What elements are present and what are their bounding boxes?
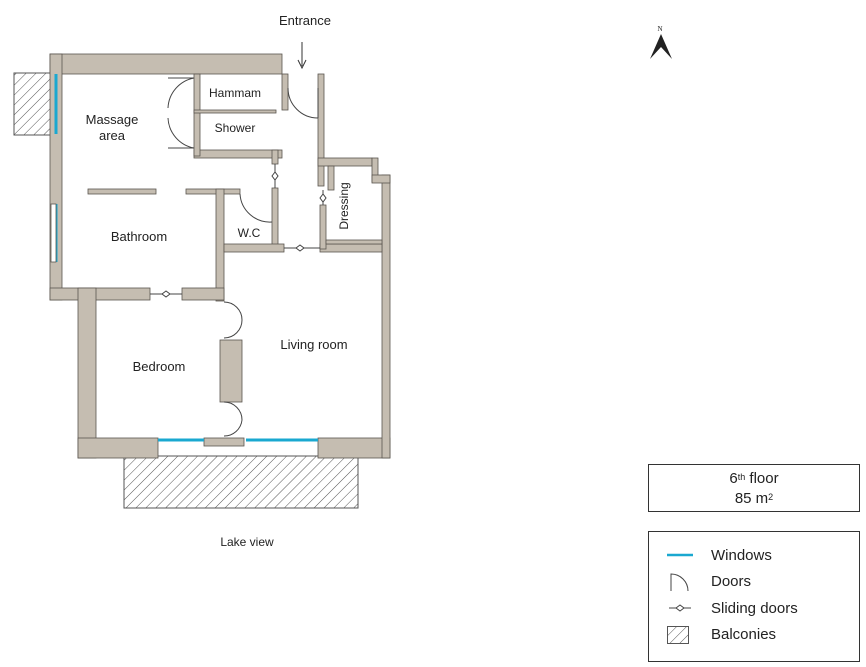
room-label-shower: Shower <box>215 121 256 135</box>
room-label-wc: W.C <box>238 226 261 240</box>
legend-item-sliding-doors: Sliding doors <box>667 595 859 622</box>
room-label-massage-line1: Massage <box>86 112 139 127</box>
floor-area-unit: 2 <box>768 492 774 502</box>
balcony-south <box>123 455 359 509</box>
floor-suffix: th <box>737 472 746 482</box>
floor-word: floor <box>749 470 779 487</box>
room-label-bedroom: Bedroom <box>133 359 186 374</box>
legend-label: Sliding doors <box>711 599 798 617</box>
legend-item-balconies: Balconies <box>667 622 859 649</box>
room-label-bathroom: Bathroom <box>111 229 167 244</box>
window-frame-west <box>50 203 57 263</box>
room-label-living-room: Living room <box>280 337 347 352</box>
legend-label: Windows <box>711 546 772 564</box>
sliding-door-icon <box>667 598 711 618</box>
entrance-label: Entrance <box>279 13 331 28</box>
room-label-dressing: Dressing <box>337 182 351 229</box>
legend-item-doors: Doors <box>667 569 859 596</box>
legend-item-windows: Windows <box>667 542 859 569</box>
room-label-hammam: Hammam <box>209 86 261 100</box>
room-label-massage-line2: area <box>99 128 126 143</box>
entrance-arrow-head <box>297 59 307 70</box>
lake-view-label: Lake view <box>220 535 274 549</box>
north-label: N <box>657 25 662 33</box>
windows <box>54 74 318 442</box>
floor-area-line: 85 m2 <box>649 489 859 509</box>
window-icon <box>667 545 711 565</box>
floor-number: 6 <box>729 470 738 487</box>
balcony-west <box>13 72 53 136</box>
floor-area: 85 m <box>734 490 769 507</box>
balcony-hatch-icon <box>667 625 711 645</box>
sliding-doors <box>150 164 327 298</box>
legend-label: Doors <box>711 573 752 591</box>
north-arrow-icon <box>650 34 672 59</box>
door-icon <box>667 572 711 592</box>
doors <box>167 77 319 437</box>
legend-label: Balconies <box>711 626 777 644</box>
floor-info-box: 6th floor 85 m2 <box>648 464 860 512</box>
floor-number-line: 6th floor <box>649 469 859 489</box>
legend: Windows Doors Sliding doors Balconies <box>648 531 860 662</box>
